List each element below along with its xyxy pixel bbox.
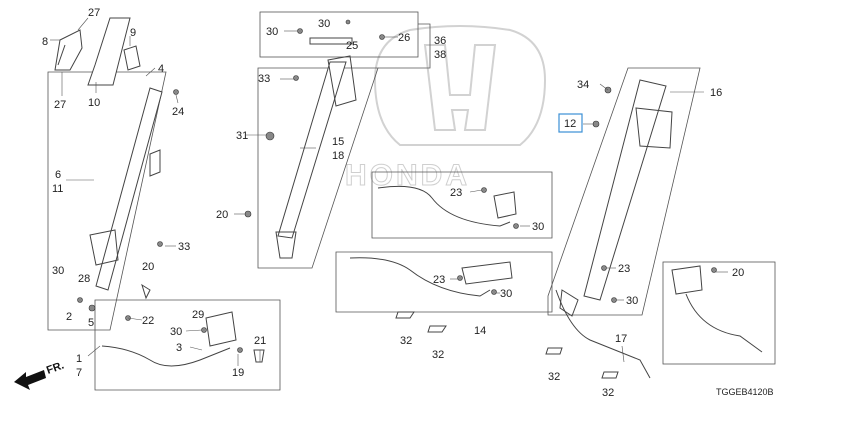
diagram-code: TGGEB4120B: [716, 387, 774, 397]
callout-2: 2: [66, 311, 72, 323]
callout-18: 18: [332, 150, 344, 162]
callout-12: 12: [564, 118, 576, 130]
callout-32d: 32: [602, 387, 614, 399]
front-label: FR.: [45, 359, 66, 376]
lower-buckle-box: [335, 251, 553, 313]
callout-32c: 32: [548, 371, 560, 383]
callout-27b: 27: [54, 99, 66, 111]
callout-9: 9: [130, 27, 136, 39]
callout-3: 3: [176, 342, 182, 354]
callout-30-top: 30: [318, 18, 330, 30]
callout-23a: 23: [450, 187, 462, 199]
callout-23b: 23: [433, 274, 445, 286]
callout-20c: 20: [732, 267, 744, 279]
callout-33a: 33: [178, 241, 190, 253]
upper-anchor-bracket: [378, 23, 431, 69]
buckle-group-box: [371, 171, 553, 239]
callout-6: 6: [55, 169, 61, 181]
callout-14: 14: [474, 325, 486, 337]
callout-1: 1: [76, 353, 82, 365]
left-belt-parts: [54, 17, 179, 321]
callout-15: 15: [332, 136, 344, 148]
callout-30a: 30: [52, 265, 64, 277]
callout-24: 24: [172, 106, 184, 118]
upper-anchor-box: [259, 11, 419, 58]
callout-12-highlight: [558, 113, 583, 133]
callout-labels: 27 8 27 10 9 4 24 6 11 33 30 28 2 5 20 2…: [42, 7, 744, 399]
callout-4: 4: [158, 63, 164, 75]
rear-belt-parts: [545, 79, 763, 379]
callout-38: 38: [434, 49, 446, 61]
callout-11: 11: [52, 183, 63, 195]
buckle-cable-parts: [349, 185, 519, 333]
callout-16: 16: [710, 87, 722, 99]
callout-29: 29: [192, 309, 204, 321]
callout-33b: 33: [258, 73, 270, 85]
callout-28: 28: [78, 273, 90, 285]
callout-10: 10: [88, 97, 100, 109]
callout-36: 36: [434, 35, 446, 47]
right-buckle-box: [662, 261, 776, 365]
center-belt-parts: [244, 19, 385, 259]
callout-7: 7: [76, 367, 82, 379]
callout-17: 17: [615, 333, 627, 345]
rear-belt-group-box: [547, 67, 701, 316]
callout-32b: 32: [432, 349, 444, 361]
callout-30d: 30: [500, 288, 512, 300]
callout-31: 31: [236, 130, 248, 142]
callout-27a: 27: [88, 7, 100, 19]
front-direction-indicator: FR.: [14, 359, 66, 390]
callout-30f: 30: [170, 326, 182, 338]
bottom-left-buckle-parts: [101, 311, 265, 367]
leader-lines: [50, 17, 728, 366]
callout-23c: 23: [618, 263, 630, 275]
callout-20a: 20: [142, 261, 154, 273]
callout-21: 21: [254, 335, 266, 347]
callout-25: 25: [346, 40, 358, 52]
callout-30c: 30: [532, 221, 544, 233]
left-belt-group-box: [47, 71, 167, 331]
callout-32a: 32: [400, 335, 412, 347]
bottom-left-buckle-box: [94, 299, 281, 391]
front-arrow-icon: [14, 370, 46, 390]
callout-30e: 30: [626, 295, 638, 307]
callout-22: 22: [142, 315, 154, 327]
callout-5: 5: [88, 317, 94, 329]
callout-19: 19: [232, 367, 244, 379]
callout-30b: 30: [266, 26, 278, 38]
callout-34: 34: [577, 79, 589, 91]
callout-20b: 20: [216, 209, 228, 221]
callout-26: 26: [398, 32, 410, 44]
callout-8: 8: [42, 36, 48, 48]
